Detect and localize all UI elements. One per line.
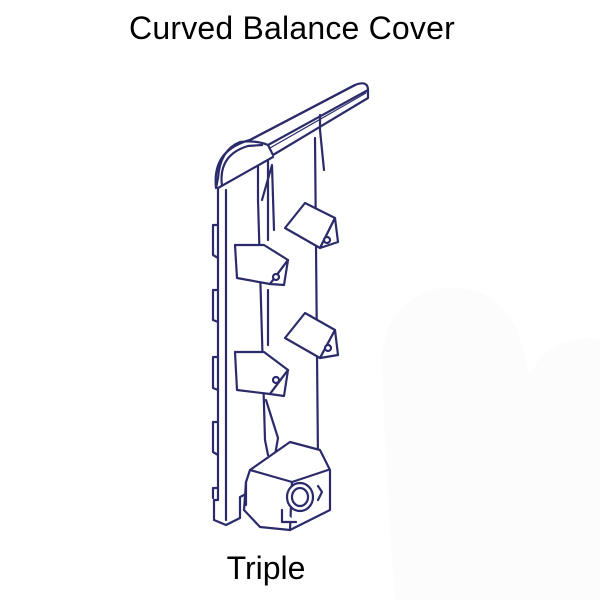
page-title: Curved Balance Cover [0, 10, 600, 47]
title-text: Curved Balance Cover [129, 10, 455, 46]
triangular-clips [233, 201, 340, 398]
caption-text: Triple [226, 550, 306, 586]
clip-lower-right [283, 311, 340, 360]
clip-lower-left [233, 350, 290, 398]
caption: Triple [0, 550, 532, 587]
end-bracket [242, 440, 332, 532]
curved-top-cap [214, 82, 370, 190]
left-edge-tabs [211, 223, 220, 500]
clip-upper-right [283, 201, 340, 250]
clip-upper-left [233, 243, 290, 287]
